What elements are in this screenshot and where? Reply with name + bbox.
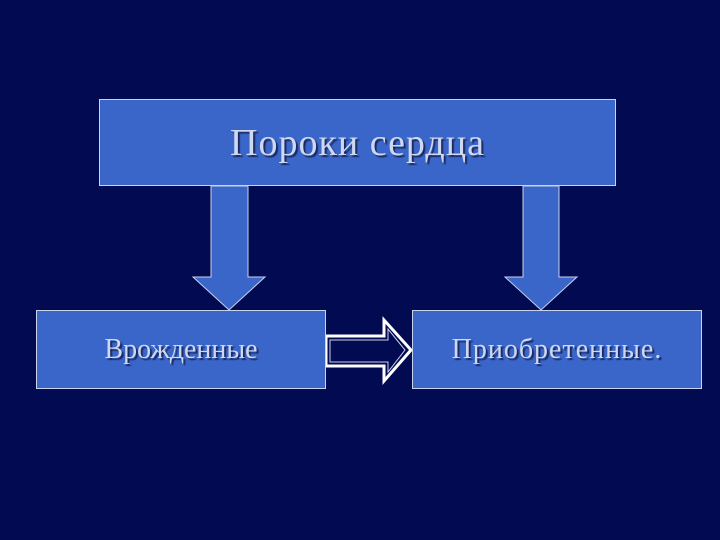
box-acquired: Приобретенные. — [412, 310, 702, 389]
arrow-right-inner — [329, 327, 406, 374]
arrow-down-left — [191, 185, 267, 311]
box-acquired-label: Приобретенные. — [451, 333, 663, 365]
arrow-right — [324, 316, 414, 386]
box-heart-defects: Пороки сердца — [99, 99, 616, 186]
box-congenital: Врожденные — [36, 310, 326, 389]
arrow-down-right — [503, 185, 579, 311]
box-heart-defects-label: Пороки сердца — [230, 121, 485, 164]
box-congenital-label: Врожденные — [104, 333, 258, 365]
